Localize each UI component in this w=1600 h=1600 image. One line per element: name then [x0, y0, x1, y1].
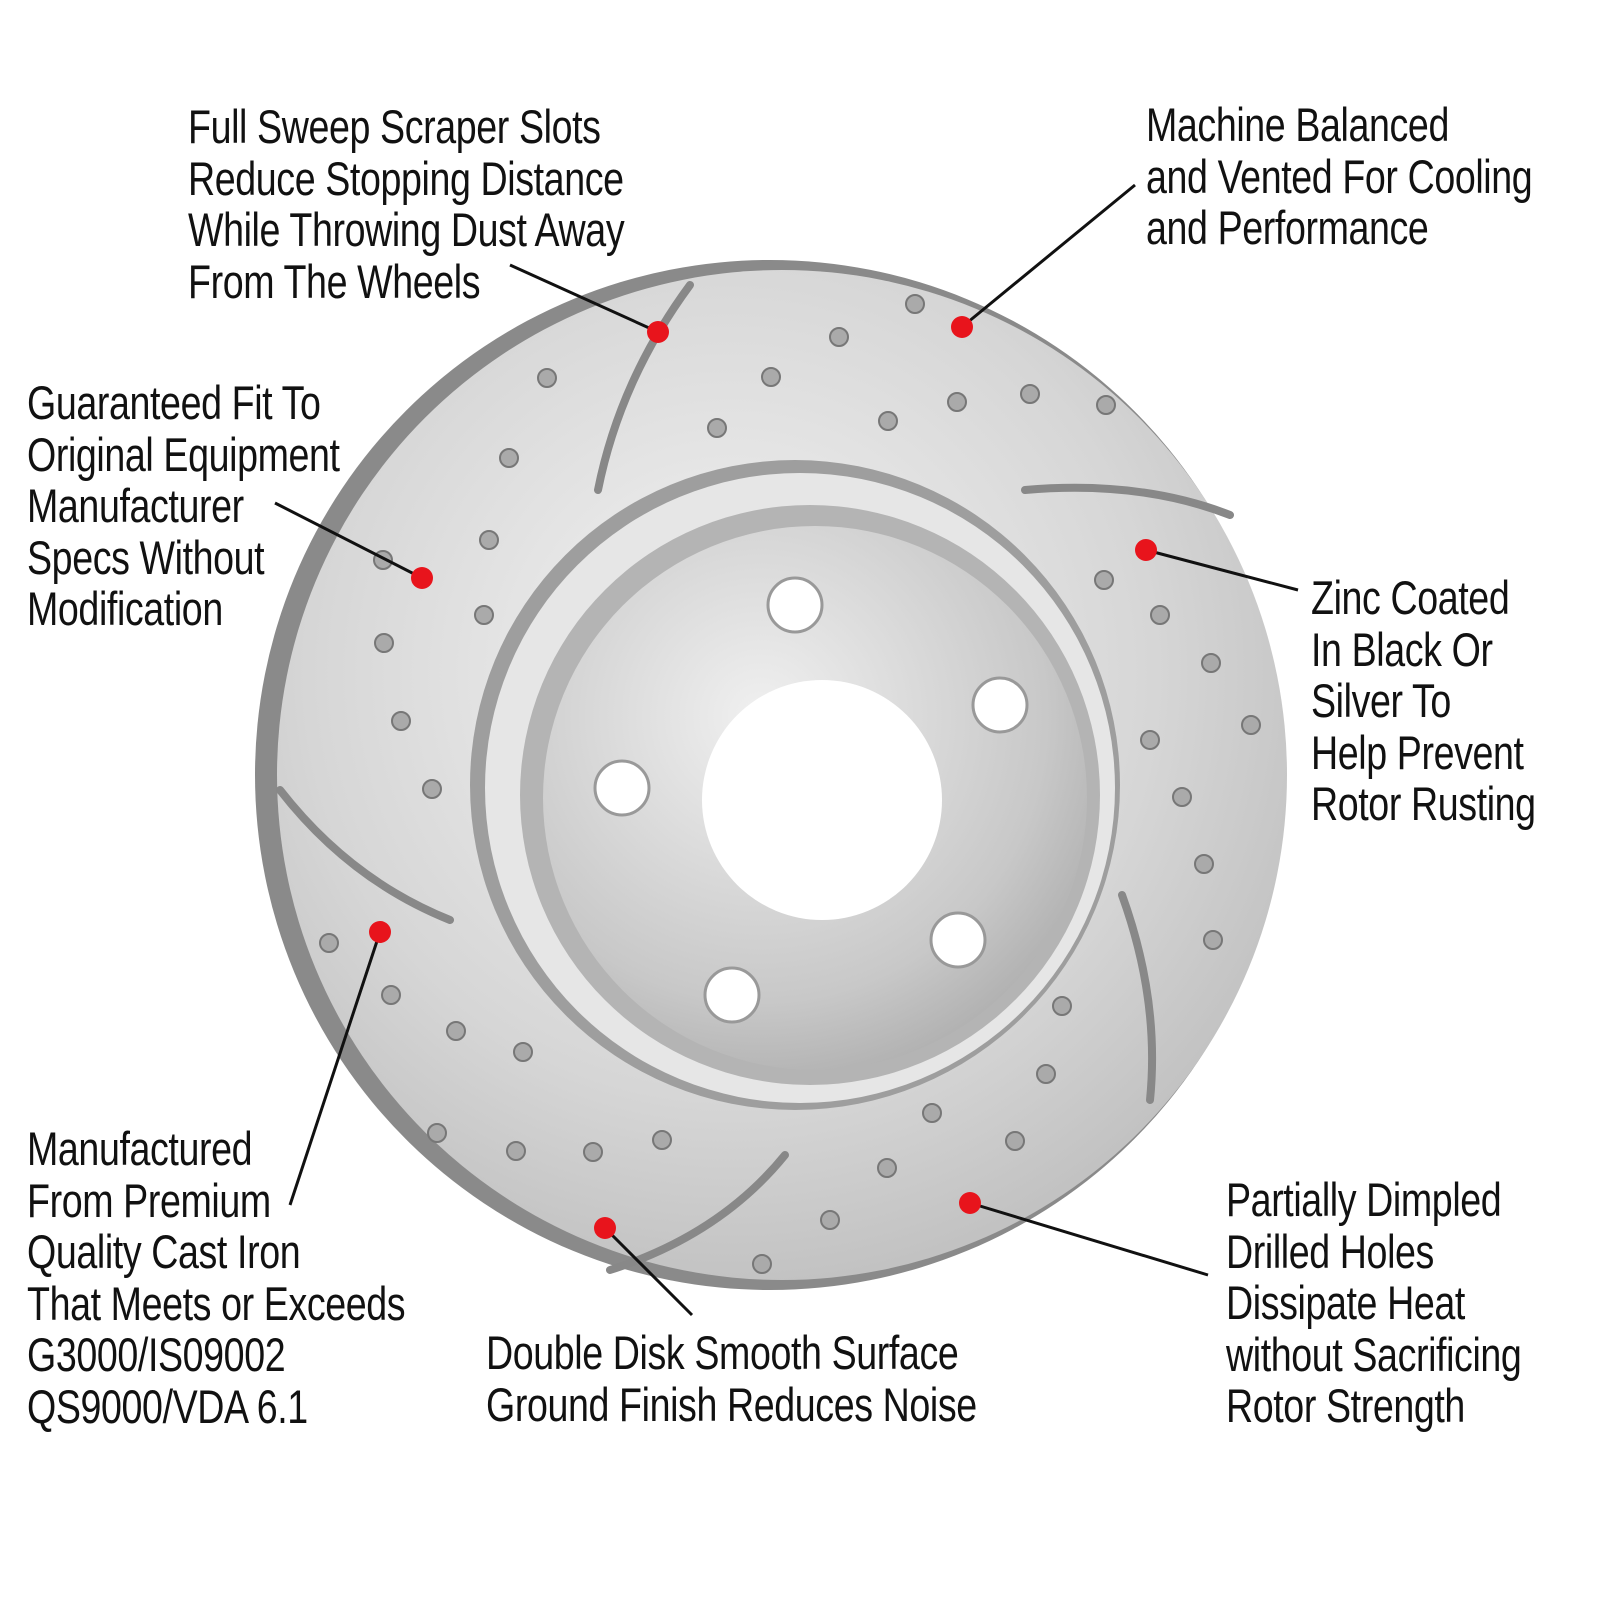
callout-line: Help Prevent	[1311, 725, 1524, 779]
leader-lines	[274, 183, 1299, 1317]
callout-line: Ground Finish Reduces Noise	[486, 1377, 977, 1431]
lug-holes	[593, 576, 1029, 1024]
callout-zinc-coated: Zinc Coated In Black Or Silver To Help P…	[1311, 572, 1536, 830]
callout-line: Rotor Rusting	[1311, 777, 1536, 830]
callout-ground-finish: Double Disk Smooth Surface Ground Finish…	[486, 1327, 977, 1430]
callout-line: Zinc Coated	[1311, 571, 1510, 624]
center-bore	[702, 680, 942, 920]
callout-line: without Sacrificing	[1226, 1327, 1522, 1381]
callout-line: Rotor Strength	[1226, 1379, 1465, 1432]
callout-line: Dissipate Heat	[1226, 1276, 1465, 1329]
callout-line: and Performance	[1146, 201, 1429, 254]
callout-line: Modification	[27, 582, 223, 635]
callout-machine-balanced: Machine Balanced and Vented For Cooling …	[1146, 98, 1533, 254]
callout-line: Specs Without	[27, 530, 265, 584]
callout-line: QS9000/VDA 6.1	[27, 1379, 308, 1433]
callout-line: and Vented For Cooling	[1146, 149, 1533, 203]
drilled-holes	[319, 294, 1261, 1274]
callout-line: Partially Dimpled	[1226, 1173, 1502, 1226]
callout-line: Double Disk Smooth Surface	[486, 1326, 959, 1379]
brake-rotor	[255, 260, 1287, 1290]
callout-line: From Premium	[27, 1173, 271, 1227]
callout-line: Quality Cast Iron	[27, 1225, 301, 1278]
callout-line: In Black Or	[1311, 622, 1493, 676]
callout-line: Reduce Stopping Distance	[188, 151, 624, 205]
callout-line: Machine Balanced	[1146, 98, 1449, 151]
callout-line: Original Equipment	[27, 427, 340, 481]
callout-cast-iron: Manufactured From Premium Quality Cast I…	[27, 1122, 406, 1433]
callout-line: Guaranteed Fit To	[27, 376, 321, 429]
callout-line: Manufactured	[27, 1122, 253, 1175]
callout-line: Full Sweep Scraper Slots	[188, 100, 601, 153]
callout-line: Silver To	[1311, 674, 1451, 727]
marker-dots	[369, 316, 1157, 1239]
callout-scraper-slots: Full Sweep Scraper Slots Reduce Stopping…	[188, 100, 625, 308]
callout-line: That Meets or Exceeds	[27, 1276, 406, 1330]
callout-line: While Throwing Dust Away	[188, 203, 625, 256]
callout-guaranteed-fit: Guaranteed Fit To Original Equipment Man…	[27, 377, 340, 635]
callout-line: Drilled Holes	[1226, 1224, 1434, 1278]
callout-line: Manufacturer	[27, 479, 244, 532]
callout-drilled-holes: Partially Dimpled Drilled Holes Dissipat…	[1226, 1173, 1522, 1432]
callout-line: G3000/IS09002	[27, 1328, 286, 1381]
callout-line: From The Wheels	[188, 254, 481, 308]
